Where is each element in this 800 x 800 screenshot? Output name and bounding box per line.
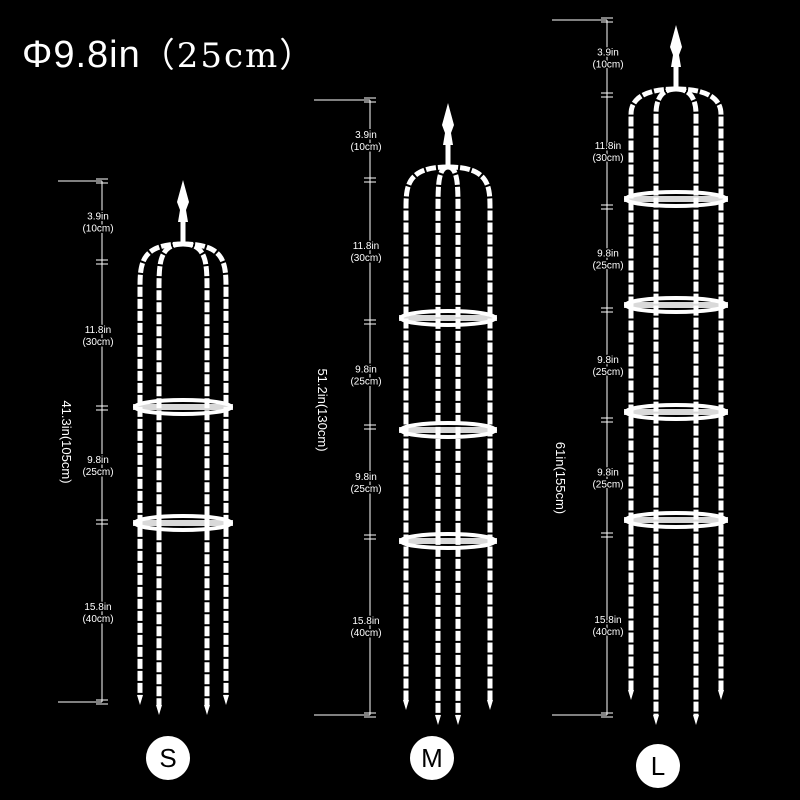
dimension-group-s: 3.9in(10cm) 11.8in(30cm) 9.8in(25cm) 15.8in… [58, 178, 115, 705]
leg-tip [718, 690, 724, 700]
segment-length-in: 11.8in [85, 325, 112, 336]
segment-length-cm: (25cm) [350, 377, 381, 388]
size-badge-m: M [410, 736, 454, 780]
trellis-frame-m [399, 103, 497, 725]
segment-length-in: 15.8in [84, 602, 111, 613]
leg-tip [487, 700, 493, 710]
ring-band [399, 315, 497, 321]
segment-length-cm: (10cm) [350, 142, 381, 153]
diameter-cm: （25cm） [140, 36, 316, 76]
segment-length-cm: (30cm) [350, 253, 381, 264]
segment-length-in: 9.8in [87, 455, 109, 466]
segment-length-in: 9.8in [355, 365, 377, 376]
ring-band [133, 404, 233, 410]
segment-length-cm: (30cm) [592, 153, 623, 164]
leg-tip [223, 695, 229, 705]
ring-band [624, 409, 728, 415]
segment-length-in: 3.9in [87, 212, 109, 223]
dimension-lines: 3.9in(10cm)11.8in(30cm)9.8in(25cm)15.8in… [58, 17, 625, 718]
dimension-group-m: 3.9in(10cm)11.8in(30cm)9.8in(25cm)9.8in(… [314, 97, 383, 718]
diameter-title: Φ9.8in（25cm） [22, 28, 315, 77]
leg-tip [693, 715, 699, 725]
ring-band [624, 302, 728, 308]
trellis-frame-l [624, 25, 728, 725]
frame-leg [447, 164, 493, 700]
total-height-label: 41.3in(105cm) [59, 400, 74, 483]
segment-length-in: 3.9in [597, 48, 619, 59]
segment-length-in: 11.8in [353, 241, 380, 252]
frame-leg [182, 241, 229, 695]
segment-length-cm: (25cm) [350, 484, 381, 495]
leg-tip [435, 715, 441, 725]
ring-band [399, 538, 497, 544]
diameter-inches: Φ9.8in [22, 34, 141, 76]
finial-spike [670, 25, 682, 67]
frame-leg [182, 241, 210, 705]
segment-length-in: 15.8in [594, 615, 621, 626]
segment-length-cm: (10cm) [82, 224, 113, 235]
trellis-frame-s [133, 180, 233, 715]
leg-tip [628, 690, 634, 700]
frame-leg [435, 164, 449, 715]
finial-spike [177, 180, 189, 222]
segment-length-cm: (25cm) [592, 480, 623, 491]
frame-leg [628, 86, 677, 690]
segment-length-cm: (25cm) [592, 367, 623, 378]
leg-tip [156, 705, 162, 715]
leg-tip [403, 700, 409, 710]
frame-leg [447, 164, 461, 715]
ring-band [624, 517, 728, 523]
finial-spike [442, 103, 454, 145]
segment-length-cm: (10cm) [592, 60, 623, 71]
leg-tip [137, 695, 143, 705]
frame-leg [675, 86, 699, 715]
leg-tip [204, 705, 210, 715]
segment-length-in: 9.8in [597, 468, 619, 479]
leg-tip [653, 715, 659, 725]
segment-length-cm: (40cm) [350, 628, 381, 639]
ring-band [624, 196, 728, 202]
segment-length-cm: (25cm) [82, 467, 113, 478]
segment-length-cm: (40cm) [592, 627, 623, 638]
ring-band [133, 520, 233, 526]
frame-leg [675, 86, 724, 690]
segment-length-cm: (25cm) [592, 261, 623, 272]
segment-length-in: 9.8in [597, 249, 619, 260]
segment-length-cm: (30cm) [82, 337, 113, 348]
segment-length-in: 11.8in [595, 141, 622, 152]
segment-length-cm: (40cm) [82, 614, 113, 625]
segment-length-in: 15.8in [352, 616, 379, 627]
segment-length-in: 9.8in [597, 355, 619, 366]
segment-length-in: 9.8in [355, 472, 377, 483]
segment-length-in: 3.9in [355, 130, 377, 141]
dimension-group-l: 3.9in(10cm)11.8in(30cm)9.8in(25cm)9.8in(… [552, 17, 625, 718]
trellis-frames [133, 25, 728, 725]
frame-leg [156, 241, 184, 705]
total-height-label: 51.2in(130cm) [315, 368, 330, 451]
frame-leg [403, 164, 449, 700]
leg-tip [455, 715, 461, 725]
total-height-label: 61in(155cm) [553, 442, 568, 514]
frame-leg [653, 86, 677, 715]
ring-band [399, 427, 497, 433]
size-badge-l: L [636, 744, 680, 788]
size-badge-s: S [146, 736, 190, 780]
